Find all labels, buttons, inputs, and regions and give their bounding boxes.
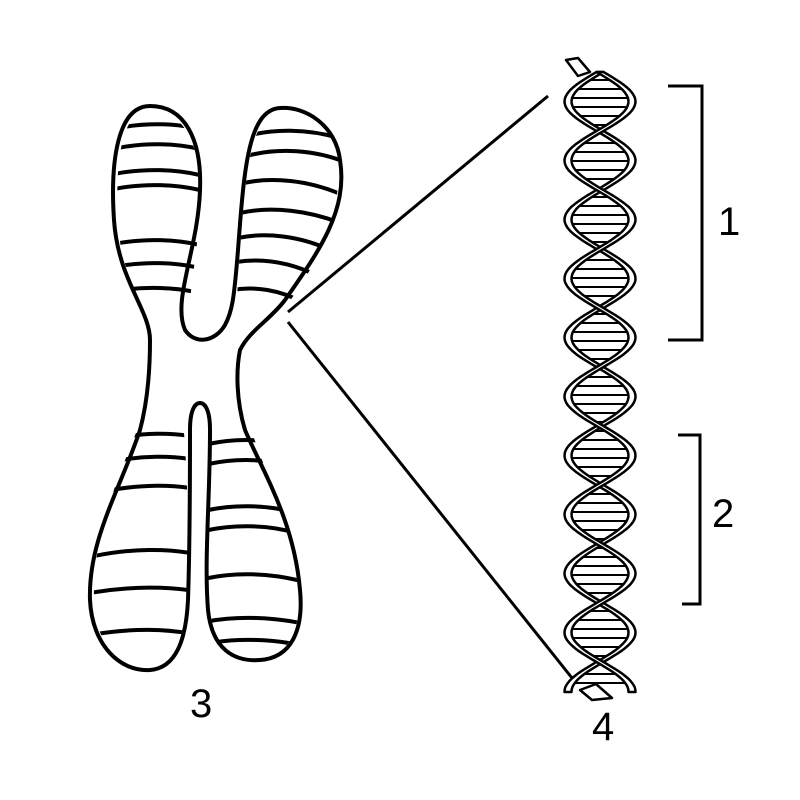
dna-double-helix	[563, 56, 637, 702]
zoom-line-top	[287, 94, 549, 314]
bracket-2	[678, 433, 702, 606]
strand-end-bottom	[578, 682, 614, 702]
dna-strand-b	[563, 70, 637, 694]
brackets	[668, 84, 704, 606]
bracket-1	[668, 84, 704, 342]
bands-left-lower-arm	[93, 431, 188, 638]
zoom-lines	[286, 94, 574, 679]
label-gene-region-1: 1	[718, 200, 741, 244]
zoom-line-bottom	[286, 321, 574, 679]
label-chromosome: 3	[190, 682, 213, 726]
strand-end-top	[564, 56, 592, 78]
label-gene-region-2: 2	[712, 492, 735, 536]
label-dna: 4	[592, 705, 615, 749]
chromosome-outline	[87, 104, 344, 673]
bands-right-lower-arm	[207, 438, 299, 648]
dna-strand-a	[563, 70, 637, 694]
chromosome	[87, 104, 344, 673]
